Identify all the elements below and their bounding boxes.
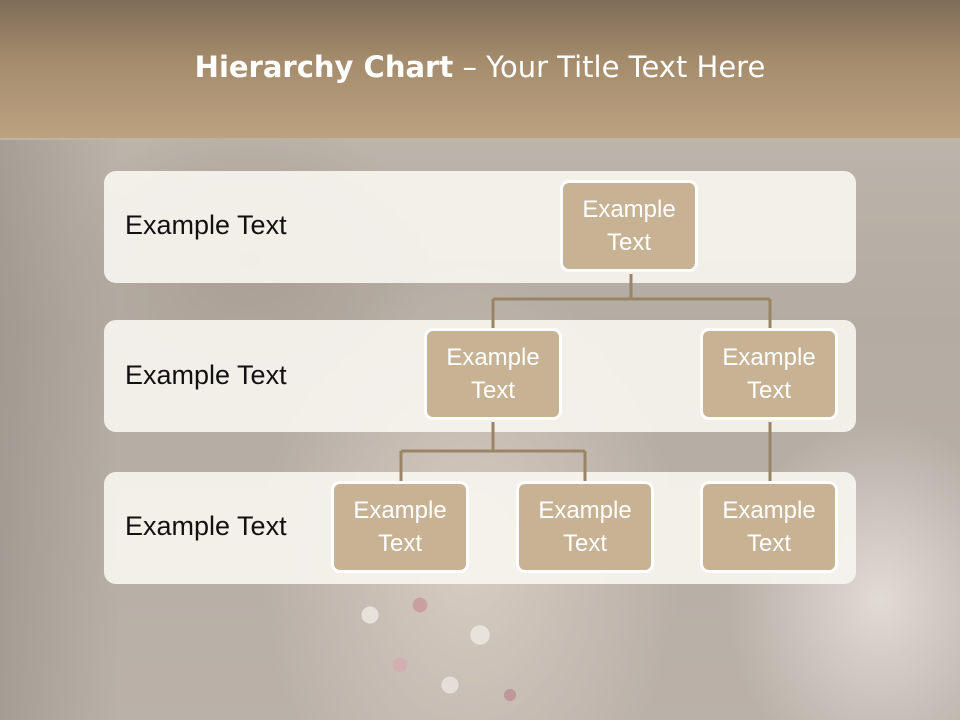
node-root[interactable]: Example Text xyxy=(560,180,698,272)
title-bold: Hierarchy Chart xyxy=(194,50,454,84)
background-flowers xyxy=(330,585,550,720)
title-rest: Your Title Text Here xyxy=(486,50,766,84)
level-row-1 xyxy=(104,171,856,283)
title-separator: – xyxy=(453,50,487,84)
level-label-3[interactable]: Example Text xyxy=(125,511,287,541)
level-label-1[interactable]: Example Text xyxy=(125,210,287,240)
slide-title[interactable]: Hierarchy Chart – Your Title Text Here xyxy=(0,50,960,84)
node-level2-right[interactable]: Example Text xyxy=(700,328,838,420)
node-level3-right[interactable]: Example Text xyxy=(700,481,838,573)
background-shadow xyxy=(0,140,120,720)
node-level2-left[interactable]: Example Text xyxy=(424,328,562,420)
level-label-2[interactable]: Example Text xyxy=(125,360,287,390)
title-bar xyxy=(0,0,960,138)
node-level3-middle[interactable]: Example Text xyxy=(516,481,654,573)
node-level3-left[interactable]: Example Text xyxy=(331,481,469,573)
